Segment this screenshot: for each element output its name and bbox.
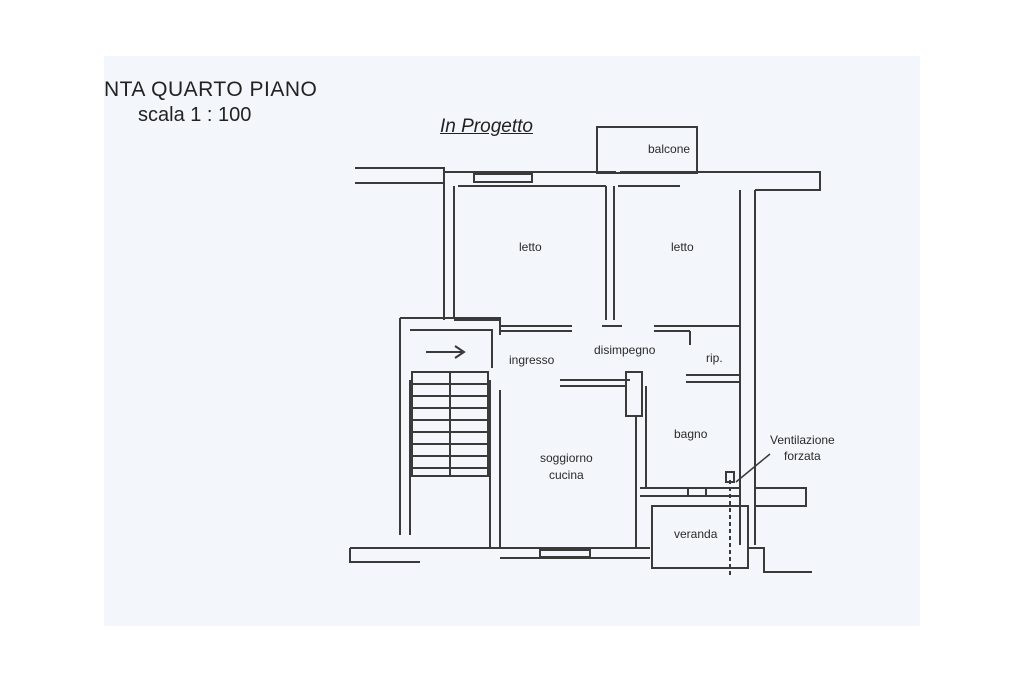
room-label-ingresso: ingresso bbox=[509, 353, 555, 367]
window-top-left bbox=[473, 173, 533, 183]
balcone-outline bbox=[596, 126, 698, 174]
column bbox=[625, 371, 643, 417]
room-label-cucina: cucina bbox=[549, 468, 584, 482]
walls bbox=[349, 126, 821, 575]
room-label-rip: rip. bbox=[706, 351, 723, 365]
annotation-leader bbox=[735, 453, 771, 483]
window-bottom bbox=[539, 549, 591, 558]
annotation-ventilazione: Ventilazione bbox=[770, 433, 835, 447]
veranda-outline bbox=[651, 505, 749, 569]
plan-scale: scala 1 : 100 bbox=[138, 104, 252, 126]
room-label-disimpegno: disimpegno bbox=[594, 343, 656, 357]
room-label-balcone: balcone bbox=[648, 142, 690, 156]
plan-subtitle: In Progetto bbox=[440, 116, 533, 137]
room-label-bagno: bagno bbox=[674, 427, 708, 441]
room-label-soggiorno: soggiorno bbox=[540, 451, 593, 465]
plan-title: NTA QUARTO PIANO bbox=[104, 78, 318, 101]
annotation-forzata: forzata bbox=[784, 449, 821, 463]
plan-sheet bbox=[104, 56, 920, 626]
room-label-letto-left: letto bbox=[519, 240, 542, 254]
room-label-letto-right: letto bbox=[671, 240, 694, 254]
room-label-veranda: veranda bbox=[674, 527, 718, 541]
